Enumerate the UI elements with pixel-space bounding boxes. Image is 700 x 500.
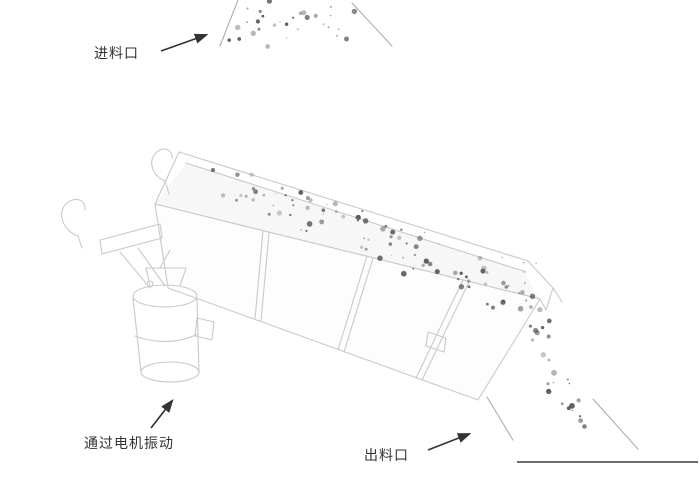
trough-sketch <box>154 151 554 401</box>
suspension-hooks-sketch <box>61 148 173 289</box>
discharge-sketch <box>486 287 639 450</box>
motor-sketch <box>132 249 215 383</box>
label-inlet: 进料口 <box>94 45 139 61</box>
inlet-funnel-sketch <box>219 0 393 47</box>
label-motor: 通过电机振动 <box>84 435 174 451</box>
annotation-arrows <box>150 33 472 451</box>
arrow-outlet <box>427 433 472 451</box>
label-outlet: 出料口 <box>364 447 409 463</box>
material-particles <box>211 0 587 429</box>
arrow-inlet <box>160 33 209 52</box>
arrow-motor <box>150 398 174 429</box>
